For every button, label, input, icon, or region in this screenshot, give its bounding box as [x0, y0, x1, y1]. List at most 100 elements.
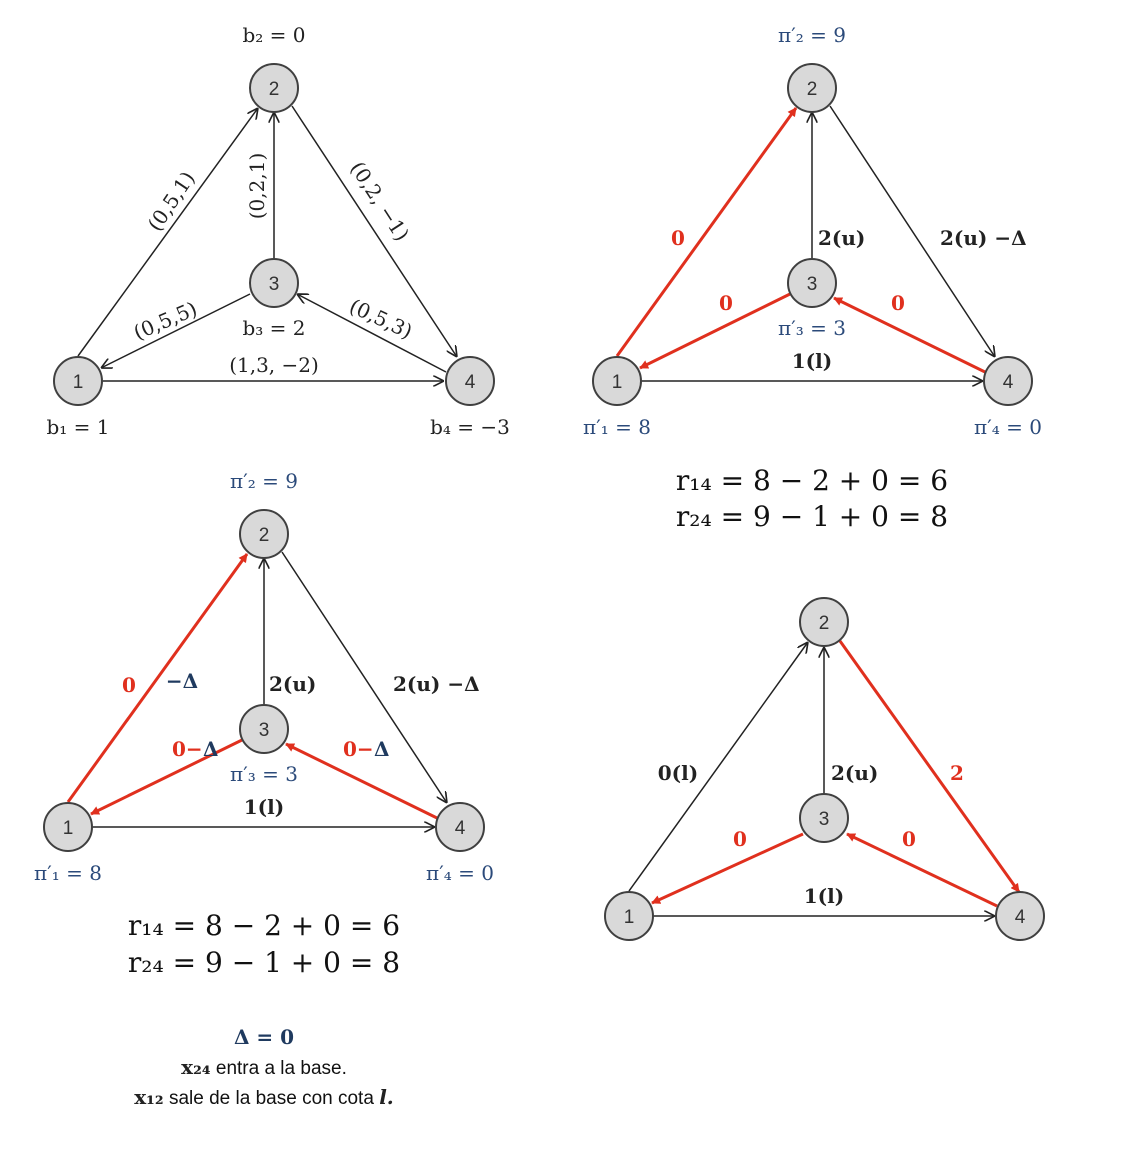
potential-pi3: π′₃ = 3 [230, 762, 298, 786]
supply-b3: b₃ = 2 [242, 316, 305, 340]
arc-4-3 [846, 832, 998, 908]
arc-1-4-label: 1(l) [792, 349, 832, 373]
potential-pi2: π′₂ = 9 [230, 469, 298, 493]
arc-1-2 [77, 108, 258, 357]
arc-2-4-label: 2(u) −Δ [940, 226, 1027, 250]
node-1 [604, 891, 654, 941]
node-3 [787, 258, 837, 308]
node-2 [799, 597, 849, 647]
arc-4-3 [833, 296, 986, 374]
reduced-cost-r24: r₂₄ = 9 − 1 + 0 = 8 [676, 500, 948, 533]
supply-b2: b₂ = 0 [242, 23, 305, 47]
node-3-label: 3 [259, 720, 270, 741]
node-3 [249, 258, 299, 308]
arc-1-2-delta: −Δ [166, 669, 198, 693]
entering-variable-note: x₂₄ entra a la base. [181, 1055, 347, 1079]
leaving-variable-note: x₁₂ sale de la base con cota l. [134, 1085, 394, 1109]
reduced-cost-r14: r₁₄ = 8 − 2 + 0 = 6 [128, 909, 400, 942]
arc-1-2 [628, 642, 808, 892]
arc-2-4 [838, 640, 1021, 893]
node-3-label: 3 [807, 274, 818, 295]
leaving-variable: x₁₂ [134, 1085, 163, 1109]
node-1-label: 1 [63, 818, 74, 839]
arc-4-3-delta: Δ [374, 737, 390, 761]
panel-3: 1 2 3 4 π′₂ = 9 π′₃ = 3 π′₁ = 8 π′₄ = 0 … [34, 469, 494, 1109]
arc-2-4 [281, 551, 447, 803]
arc-1-2-label: 0 [122, 673, 136, 697]
arc-1-2-label: 0(l) [658, 761, 698, 785]
node-3 [799, 793, 849, 843]
arc-3-1 [651, 832, 804, 905]
arc-2-4-label: (0,2, −1) [345, 157, 414, 245]
arc-1-4-label: 1(l) [804, 884, 844, 908]
arc-4-3-label: 0− [343, 737, 374, 761]
entering-variable: x₂₄ [181, 1055, 211, 1079]
reduced-cost-r24: r₂₄ = 9 − 1 + 0 = 8 [128, 946, 400, 979]
node-4 [445, 356, 495, 406]
arc-3-2-label: 2(u) [818, 226, 865, 250]
arc-3-1-label: 0− [172, 737, 203, 761]
panel-2: 1 2 3 4 π′₂ = 9 π′₃ = 3 π′₁ = 8 π′₄ = 0 … [583, 23, 1042, 533]
node-1-label: 1 [612, 372, 623, 393]
potential-pi4: π′₄ = 0 [974, 415, 1042, 439]
arc-4-3-label: (0,5,3) [346, 294, 416, 344]
arc-1-2 [66, 553, 249, 803]
supply-b1: b₁ = 1 [46, 415, 109, 439]
node-1 [592, 356, 642, 406]
potential-pi1: π′₁ = 8 [583, 415, 651, 439]
potential-pi4: π′₄ = 0 [426, 861, 494, 885]
node-4-label: 4 [465, 372, 476, 393]
arc-3-1-label: 0 [719, 291, 733, 315]
node-2-label: 2 [819, 613, 830, 634]
node-3-label: 3 [819, 809, 830, 830]
node-4-label: 4 [455, 818, 466, 839]
node-2-label: 2 [259, 525, 270, 546]
node-2-label: 2 [807, 79, 818, 100]
node-1 [53, 356, 103, 406]
node-4 [995, 891, 1045, 941]
supply-b4: b₄ = −3 [430, 415, 510, 439]
node-4 [983, 356, 1033, 406]
arc-2-4 [829, 105, 995, 357]
node-2-label: 2 [269, 79, 280, 100]
node-1-label: 1 [73, 372, 84, 393]
potential-pi1: π′₁ = 8 [34, 861, 102, 885]
arc-4-3-label: 0 [902, 827, 916, 851]
arc-4-3 [285, 742, 438, 820]
arc-3-1-delta: Δ [203, 737, 219, 761]
node-3-label: 3 [269, 274, 280, 295]
arc-3-1 [90, 738, 243, 816]
arc-3-1 [101, 293, 251, 368]
potential-pi2: π′₂ = 9 [778, 23, 846, 47]
arc-3-2-label: 2(u) [831, 761, 878, 785]
arc-1-2 [615, 107, 798, 357]
arc-3-1 [639, 292, 791, 370]
node-2 [249, 63, 299, 113]
node-1 [43, 802, 93, 852]
arc-4-3 [297, 294, 447, 373]
node-2 [787, 63, 837, 113]
entering-text: entra a la base. [211, 1058, 347, 1079]
arc-2-4-label: 2(u) −Δ [393, 672, 480, 696]
node-3 [239, 704, 289, 754]
node-4 [435, 802, 485, 852]
arc-3-1-label: 0 [733, 827, 747, 851]
potential-pi3: π′₃ = 3 [778, 316, 846, 340]
node-4-label: 4 [1003, 372, 1014, 393]
arc-3-1-label: (0,5,5) [130, 297, 201, 345]
arc-4-3-label: 0 [891, 291, 905, 315]
node-4-label: 4 [1015, 907, 1026, 928]
node-1-label: 1 [624, 907, 635, 928]
arc-2-4 [291, 105, 457, 357]
bound-l: l. [379, 1085, 394, 1109]
panel-4: 1 2 3 4 0(l) 2(u) 2 0 0 1(l) [604, 597, 1045, 941]
arc-1-4-label: (1,3, −2) [229, 353, 319, 377]
arc-3-2-label: 2(u) [269, 672, 316, 696]
node-2 [239, 509, 289, 559]
arc-1-4-label: 1(l) [244, 795, 284, 819]
arc-2-4-label: 2 [950, 761, 964, 785]
arc-1-2-label: 0 [671, 226, 685, 250]
reduced-cost-r14: r₁₄ = 8 − 2 + 0 = 6 [676, 464, 948, 497]
